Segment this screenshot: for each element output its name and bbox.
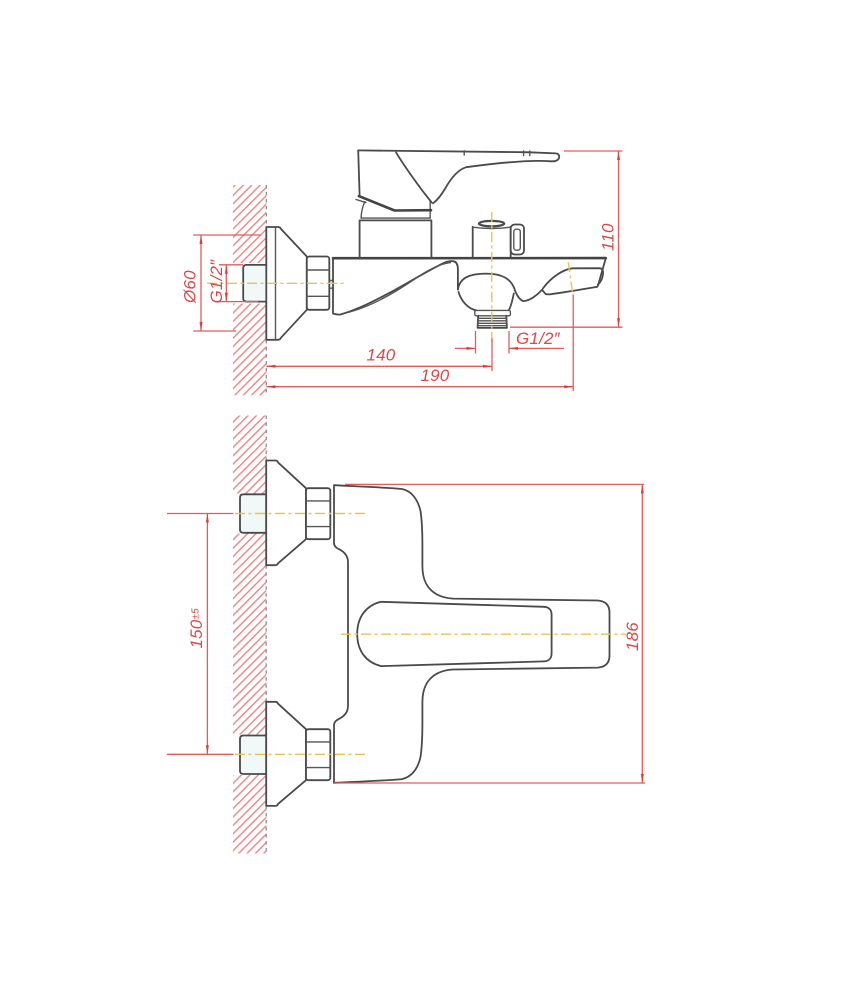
- handle-top-blob: [356, 600, 553, 667]
- outline: [457, 291, 478, 312]
- outline: [357, 194, 433, 212]
- dimension-inlet-thread: G1/2″: [207, 259, 258, 304]
- cartridge: [355, 198, 433, 260]
- dimension-arrowhead: [564, 385, 574, 389]
- outline: [595, 257, 607, 288]
- dim-label-inlet-thread: G1/2″: [207, 259, 226, 304]
- dimension-arrowhead: [224, 292, 228, 302]
- outline: [355, 198, 367, 204]
- outline: [541, 267, 604, 290]
- outline: [347, 261, 452, 314]
- inlet-nipple: [239, 734, 268, 775]
- handle-side: [357, 149, 561, 212]
- dimension-connection-spacing: 150±5: [167, 512, 234, 755]
- outline: [332, 257, 459, 316]
- dimension-arrowhead: [466, 346, 476, 350]
- wall-hatch-area: [233, 415, 267, 854]
- dim-label-phi60: Ø60: [181, 270, 200, 304]
- dimension-arrowhead: [640, 484, 644, 494]
- dim-label-150: 150±5: [187, 608, 206, 649]
- outline: [358, 219, 433, 260]
- dimension-arrowhead: [205, 513, 209, 523]
- outline: [457, 272, 598, 302]
- dimension-arrowhead: [509, 346, 518, 350]
- dim-label-part: ±5: [191, 608, 202, 620]
- diverter-knob: [471, 219, 525, 258]
- hex-nut: [305, 255, 331, 311]
- dim-label-186: 186: [623, 622, 642, 651]
- dim-label-part: 150: [187, 619, 206, 648]
- side-view: Ø60 G1/2″ 110 140: [181, 149, 623, 396]
- faucet-body-top: [333, 484, 611, 784]
- dim-label-shower-thread: G1/2″: [516, 329, 561, 348]
- dimension-height-110: 110: [510, 150, 623, 328]
- inlet-nipple: [239, 493, 268, 534]
- dimension-140: 140: [266, 338, 493, 371]
- dimension-arrowhead: [617, 318, 620, 328]
- dim-label-190: 190: [421, 366, 450, 385]
- outline: [357, 149, 561, 205]
- shower-outlet-flange: [474, 309, 512, 317]
- hex-nut-top-profile: [305, 487, 332, 782]
- dim-label-110: 110: [599, 223, 618, 251]
- dimension-arrowhead: [199, 322, 203, 331]
- centerline: [567, 261, 574, 297]
- dimension-shower-thread: G1/2″: [455, 329, 564, 354]
- dimension-190: 190: [266, 294, 574, 391]
- centerlines-top: [235, 512, 626, 755]
- outline: [357, 149, 361, 197]
- dimension-arrowhead: [224, 264, 228, 274]
- outline: [507, 292, 515, 312]
- top-view: 150±5 186: [167, 415, 645, 854]
- outline: [395, 151, 433, 204]
- outline: [356, 600, 553, 667]
- dimension-arrowhead: [266, 364, 276, 368]
- outline: [360, 200, 366, 219]
- dimension-escutcheon-diameter: Ø60: [181, 234, 261, 332]
- dimension-arrowhead: [205, 745, 209, 755]
- diverter-ring-inner: [513, 228, 521, 251]
- wall-hatch-top: [232, 415, 268, 854]
- faucet-body-side: [331, 256, 608, 329]
- dimension-arrowhead: [199, 235, 203, 244]
- centerlines-side: [207, 212, 574, 342]
- dimension-arrowhead: [483, 364, 492, 368]
- dim-label-140: 140: [367, 346, 396, 365]
- dimension-arrowhead: [640, 774, 644, 783]
- dimension-arrowhead: [617, 151, 620, 160]
- dimension-overall-depth: 186: [334, 483, 645, 784]
- dimension-arrowhead: [266, 385, 276, 389]
